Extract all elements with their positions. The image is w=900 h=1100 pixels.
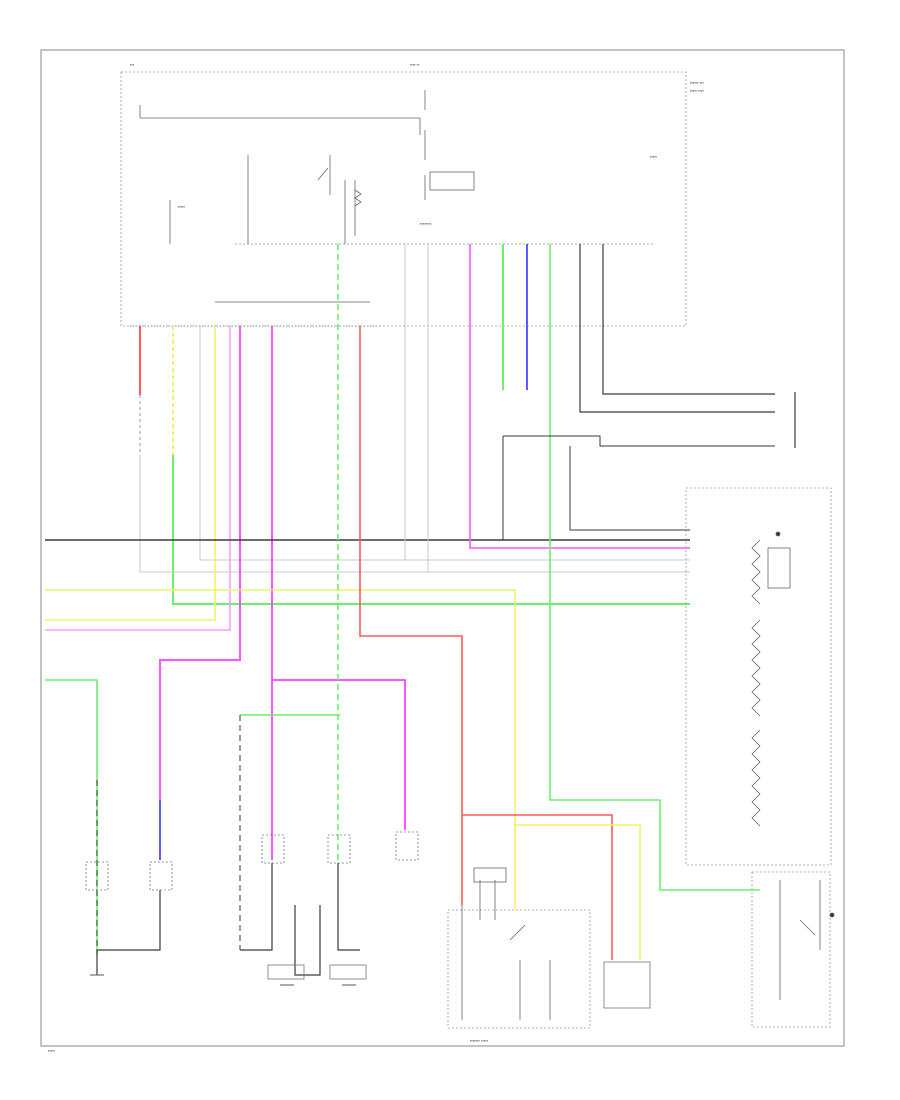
label-top-right-2: ▪▪▪▪▪ ▪▪▪▪ xyxy=(690,88,704,93)
right-bottom-box xyxy=(751,871,831,1028)
wire-yellow-mid xyxy=(45,589,516,910)
label-left-inner: ▪▪▪▪▪ xyxy=(178,204,186,209)
switch-symbol-1 xyxy=(139,90,475,200)
right-bottom-switches xyxy=(779,880,835,1000)
wire-yellow-bus xyxy=(45,326,216,621)
wire-green-long xyxy=(172,455,690,605)
left-light-2 xyxy=(149,861,173,891)
center-light-2 xyxy=(327,834,351,864)
wire-pink-left xyxy=(159,326,241,860)
wire-red-center xyxy=(359,326,463,905)
wire-pink-right xyxy=(469,244,690,549)
left-light-1 xyxy=(85,861,109,891)
wire-red-right xyxy=(462,814,613,960)
ground-wiring-lower xyxy=(96,863,360,976)
label-bottom-left: ▪▪▪▪▪ xyxy=(48,1048,56,1053)
lower-switch-set xyxy=(461,867,551,1020)
relay-symbol xyxy=(169,155,362,244)
wire-pink-bus xyxy=(45,326,231,631)
label-top-left: ▪▪▪ xyxy=(130,62,135,67)
lower-left-box xyxy=(447,909,591,1029)
bcm-switches xyxy=(751,531,791,827)
wire-black-r5 xyxy=(569,446,690,531)
wire-yellow-right xyxy=(515,824,641,960)
wire-black-r1 xyxy=(579,244,775,413)
body-control-module-box xyxy=(685,487,832,866)
label-top-mid: ▪▪▪▪ ▪▪ xyxy=(410,62,420,67)
wire-green-left xyxy=(45,679,98,955)
center-light-3 xyxy=(395,831,419,861)
wire-pink-right-branch xyxy=(272,679,406,830)
center-light-1 xyxy=(261,834,285,864)
ground-symbols xyxy=(90,974,356,986)
wire-green-long-right xyxy=(549,244,760,891)
wire-gray-bus-2 xyxy=(199,326,690,561)
outer-frame xyxy=(40,49,845,1047)
upper-module-box xyxy=(120,71,687,327)
wire-gray-bus xyxy=(139,455,690,573)
connector-c xyxy=(267,964,305,980)
wire-black-r3 xyxy=(503,435,775,447)
wire-black-r2 xyxy=(602,244,775,395)
label-center-inner: ▪▪▪▪▪▪▪▪ xyxy=(420,221,432,226)
label-top-right: ▪▪▪▪▪▪ ▪▪▪ xyxy=(690,80,704,85)
label-right-inner: ▪▪▪▪▪ xyxy=(650,154,658,159)
label-bottom-center: ▪▪▪▪▪▪▪ ▪▪▪▪▪ xyxy=(470,1038,489,1043)
connector-d xyxy=(329,964,367,980)
lower-right-box xyxy=(603,961,651,1009)
